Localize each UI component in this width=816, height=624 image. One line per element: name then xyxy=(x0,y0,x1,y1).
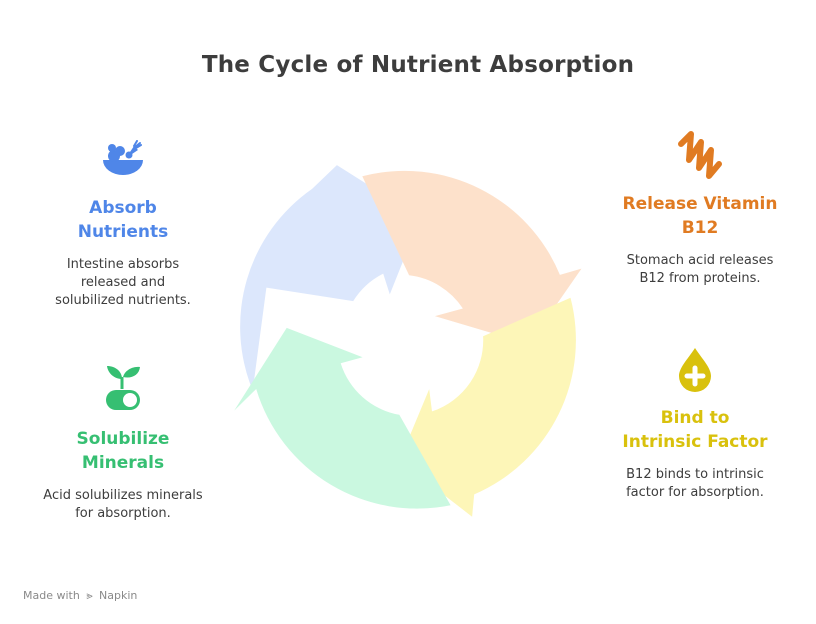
footer-attribution: Made with ⪢ Napkin xyxy=(23,589,137,603)
cycle-arrow-green xyxy=(234,327,451,509)
salad-bowl-icon xyxy=(103,140,143,175)
step-release-vitamin-b12: Release Vitamin B12 Stomach acid release… xyxy=(615,130,785,288)
diagram-title: The Cycle of Nutrient Absorption xyxy=(201,52,635,78)
step-description: B12 binds to intrinsic factor for absorp… xyxy=(626,467,764,500)
footer-prefix: Made with xyxy=(23,589,80,602)
squiggle-icon xyxy=(678,131,722,179)
footer-brand: Napkin xyxy=(99,589,138,602)
step-description: Acid solubilizes minerals for absorption… xyxy=(43,488,203,521)
step-heading: Solubilize Minerals xyxy=(76,429,170,473)
step-absorb-nutrients: Absorb Nutrients Intestine absorbs relea… xyxy=(48,140,198,310)
cycle-arrow-orange xyxy=(362,170,582,345)
cycle-arrow-blue xyxy=(240,165,421,391)
step-heading: Absorb Nutrients xyxy=(77,198,169,242)
napkin-logo-icon: ⪢ xyxy=(86,589,93,602)
step-heading: Release Vitamin B12 xyxy=(622,194,778,238)
sprout-capsule-icon xyxy=(106,366,140,410)
step-heading: Bind to Intrinsic Factor xyxy=(622,408,768,452)
step-solubilize-minerals: Solubilize Minerals Acid solubilizes min… xyxy=(38,363,208,523)
step-description: Stomach acid releases B12 from proteins. xyxy=(626,253,774,286)
cycle-arrow-yellow xyxy=(399,297,576,517)
step-bind-intrinsic-factor: Bind to Intrinsic Factor B12 binds to in… xyxy=(620,346,770,502)
drop-plus-icon xyxy=(679,348,711,392)
step-description: Intestine absorbs released and solubiliz… xyxy=(55,257,191,308)
